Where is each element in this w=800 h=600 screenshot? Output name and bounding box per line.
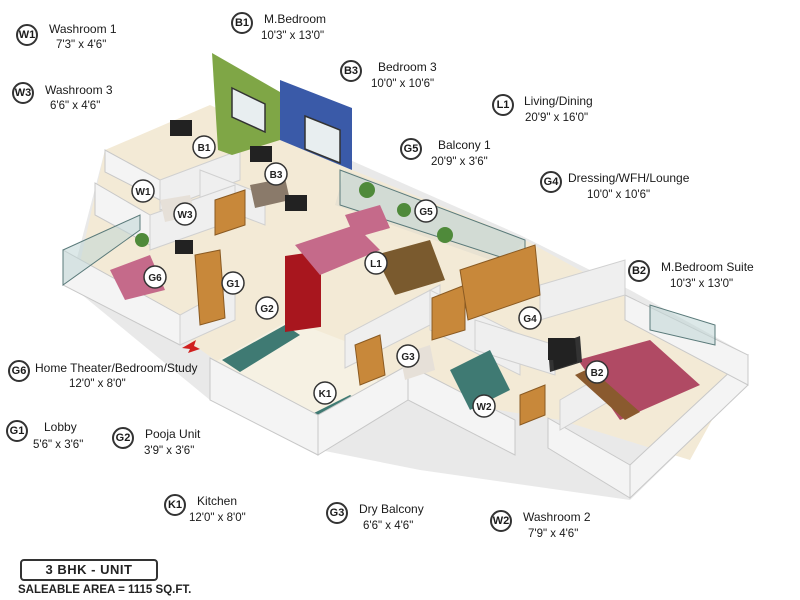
room-dims-b3: 10'0" x 10'6" — [371, 78, 435, 90]
svg-text:B2: B2 — [591, 368, 604, 379]
room-name-w3: Washroom 3 — [45, 83, 113, 97]
saleable-area: SALEABLE AREA = 1115 SQ.FT. — [18, 584, 192, 596]
room-name-g6: Home Theater/Bedroom/Study — [35, 361, 198, 375]
room-dims-g6: 12'0" x 8'0" — [69, 378, 126, 390]
tag-g4: G4 — [518, 306, 542, 330]
tag-l1: L1 — [364, 251, 388, 275]
unit-type-box: 3 BHK - UNIT — [20, 559, 158, 581]
badge-g3: G3 — [326, 502, 348, 524]
badge-w3: W3 — [12, 82, 34, 104]
room-name-l1: Living/Dining — [524, 94, 593, 108]
tag-b1: B1 — [192, 135, 216, 159]
badge-b1: B1 — [231, 12, 253, 34]
room-dims-g5: 20'9" x 3'6" — [431, 156, 488, 168]
entry-arrow — [182, 340, 200, 353]
badge-b2: B2 — [628, 260, 650, 282]
windows — [231, 86, 341, 165]
svg-text:G5: G5 — [419, 207, 433, 218]
badge-g2: G2 — [112, 427, 134, 449]
svg-text:W1: W1 — [136, 187, 151, 198]
room-dims-b2: 10'3" x 13'0" — [670, 278, 734, 290]
tag-w1: W1 — [131, 179, 155, 203]
room-dims-k1: 12'0" x 8'0" — [189, 512, 246, 524]
badge-g6: G6 — [8, 360, 30, 382]
room-name-g2: Pooja Unit — [145, 427, 201, 441]
room-name-k1: Kitchen — [197, 494, 238, 508]
room-dims-g4: 10'0" x 10'6" — [587, 189, 651, 201]
room-name-g1: Lobby — [44, 420, 77, 434]
tag-w3: W3 — [173, 202, 197, 226]
svg-text:G6: G6 — [148, 273, 162, 284]
room-name-b3: Bedroom 3 — [378, 60, 437, 74]
room-dims-g1: 5'6" x 3'6" — [33, 439, 84, 451]
tag-g1: G1 — [221, 271, 245, 295]
kitchen-counter — [222, 325, 300, 372]
badge-g4: G4 — [540, 171, 562, 193]
room-dims-b1: 10'3" x 13'0" — [261, 30, 325, 42]
badge-b3: B3 — [340, 60, 362, 82]
room-dims-g3: 6'6" x 4'6" — [363, 520, 414, 532]
svg-text:W2: W2 — [477, 402, 492, 413]
partitions — [149, 149, 626, 431]
svg-text:G2: G2 — [260, 304, 274, 315]
tag-g2: G2 — [255, 296, 279, 320]
room-name-g4: Dressing/WFH/Lounge — [568, 171, 690, 185]
tag-g3: G3 — [396, 344, 420, 368]
badge-l1: L1 — [492, 94, 514, 116]
svg-text:B3: B3 — [270, 170, 283, 181]
room-name-b1: M.Bedroom — [264, 12, 327, 26]
wood-doors — [194, 189, 546, 426]
room-dims-l1: 20'9" x 16'0" — [525, 112, 589, 124]
svg-text:W3: W3 — [178, 210, 193, 221]
svg-text:K1: K1 — [319, 389, 332, 400]
svg-text:B1: B1 — [198, 143, 211, 154]
badge-g1: G1 — [6, 420, 28, 442]
room-dims-w1: 7'3" x 4'6" — [56, 39, 107, 51]
tag-w2: W2 — [472, 394, 496, 418]
tag-g5: G5 — [414, 199, 438, 223]
svg-text:G4: G4 — [523, 314, 537, 325]
room-name-b2: M.Bedroom Suite — [661, 260, 754, 274]
room-dims-g2: 3'9" x 3'6" — [144, 445, 195, 457]
room-name-w2: Washroom 2 — [523, 510, 591, 524]
room-name-g3: Dry Balcony — [359, 502, 424, 516]
room-dims-w2: 7'9" x 4'6" — [528, 528, 579, 540]
badge-w1: W1 — [16, 24, 38, 46]
room-dims-w3: 6'6" x 4'6" — [50, 100, 101, 112]
room-name-w1: Washroom 1 — [49, 22, 117, 36]
tag-b3: B3 — [264, 162, 288, 186]
tag-g6: G6 — [143, 265, 167, 289]
plan-room-tags: B1 B3 W1 W3 G5 L1 G6 G1 G2 G4 G3 B2 K1 W… — [131, 135, 609, 418]
tag-k1: K1 — [313, 381, 337, 405]
svg-text:G3: G3 — [401, 352, 415, 363]
tag-b2: B2 — [585, 360, 609, 384]
badge-k1: K1 — [164, 494, 186, 516]
room-name-g5: Balcony 1 — [438, 138, 491, 152]
badge-g5: G5 — [400, 138, 422, 160]
svg-text:L1: L1 — [370, 259, 382, 270]
badge-w2: W2 — [490, 510, 512, 532]
svg-text:G1: G1 — [226, 279, 240, 290]
